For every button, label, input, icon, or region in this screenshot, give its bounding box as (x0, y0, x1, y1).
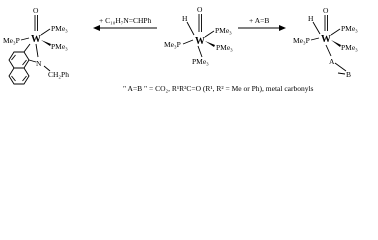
center-p-bond-3 (182, 39, 194, 45)
right-ligand-2: Me₃P (293, 36, 310, 45)
left-n-label: N (36, 59, 42, 68)
left-p-wedge-2 (41, 40, 51, 46)
right-p-bond-1 (330, 28, 341, 36)
right-reaction-arrow: + A=B (238, 16, 286, 31)
reaction-scheme: O H W PMe₃ PMe₃ Me₃P PMe₃ + C₁₀H₇N=CHPh … (3, 5, 358, 93)
w-n-bond (35, 43, 39, 58)
naphthalene-ring-b (8, 67, 30, 85)
center-ligand-1: PMe₃ (215, 26, 232, 35)
right-h-label: H (308, 14, 314, 23)
left-ch2ph-label: CH₂Ph (48, 70, 69, 79)
right-complex: O H W PMe₃ Me₃P PMe₃ A B (293, 6, 358, 79)
right-b-label: B (346, 70, 351, 79)
a-b-bond (334, 62, 347, 72)
center-ligand-2: PMe₃ (216, 43, 233, 52)
right-oxo-label: O (323, 6, 329, 15)
scheme-caption: " A=B " = CO₂, R¹R²C=O (R¹, R² = Me or P… (123, 84, 314, 93)
b-h-tail (337, 72, 346, 75)
right-a-label: A (329, 57, 335, 66)
left-metal-label: W (31, 34, 41, 45)
right-arrow-reagent: + A=B (249, 16, 269, 25)
left-p-bond-1 (40, 28, 51, 36)
left-arrow-head (93, 25, 100, 31)
right-p-wedge-3 (331, 40, 341, 47)
ring-double-3 (11, 75, 16, 82)
center-oxo-label: O (197, 5, 203, 14)
center-p-wedge-2 (205, 41, 215, 47)
right-metal-label: W (321, 34, 331, 45)
w-a-bond (325, 44, 332, 57)
center-p-bond-1 (204, 30, 215, 38)
left-reaction-arrow: + C₁₀H₇N=CHPh (93, 16, 157, 31)
left-ligand-2: Me₃P (3, 36, 20, 45)
n-ch2-bond (43, 65, 51, 72)
left-oxo-label: O (33, 6, 39, 15)
left-ligand-3: PMe₃ (51, 42, 68, 51)
left-p-bond-3 (20, 37, 30, 41)
center-ligand-4: PMe₃ (192, 57, 209, 66)
center-complex: O H W PMe₃ PMe₃ Me₃P PMe₃ (164, 5, 233, 66)
right-h-bond (312, 21, 321, 35)
left-arrow-reagent: + C₁₀H₇N=CHPh (99, 16, 152, 25)
ring-double-4 (22, 75, 27, 82)
center-h-bond (186, 21, 195, 36)
right-p-bond-2 (310, 37, 320, 41)
center-h-label: H (182, 14, 188, 23)
center-p-bond-4 (197, 45, 203, 58)
left-ligand-1: PMe₃ (51, 24, 68, 33)
ring-n-bond (28, 59, 37, 63)
left-w-c-bond (23, 43, 31, 53)
center-metal-label: W (195, 36, 205, 47)
right-arrow-head (279, 25, 286, 31)
center-ligand-3: Me₃P (164, 40, 181, 49)
ring-double-2 (22, 59, 27, 66)
left-complex: O W PMe₃ Me₃P PMe₃ N CH₂Ph (3, 6, 69, 85)
ring-double-1 (11, 54, 16, 61)
right-ligand-3: PMe₃ (341, 43, 358, 52)
right-ligand-1: PMe₃ (341, 24, 358, 33)
